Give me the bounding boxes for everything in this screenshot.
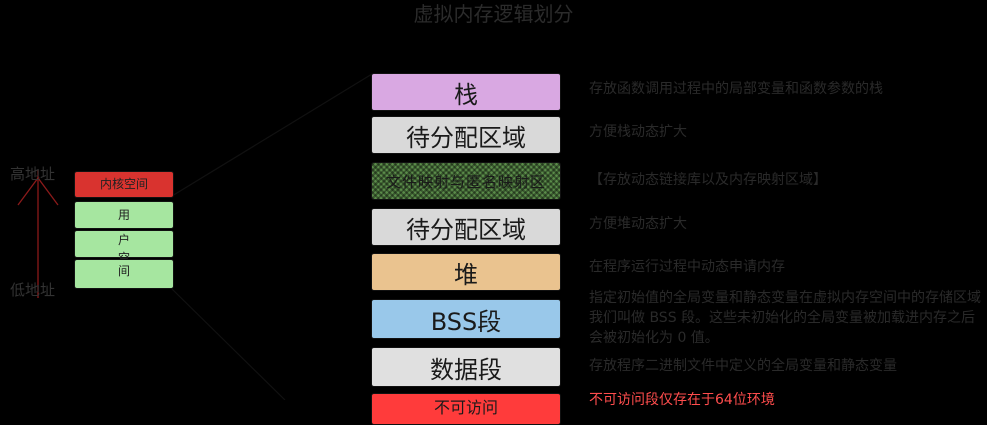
heap-description: 在程序运行过程中动态申请内存 (589, 259, 785, 275)
address-axis-arrowhead (17, 176, 59, 206)
lower-connector-line (171, 288, 286, 400)
data-segment: 数据段 (371, 347, 561, 387)
mmap-segment: 文件映射与匿名映射区 (371, 162, 561, 200)
heap-segment: 堆 (371, 253, 561, 291)
unallocated-lower-description: 方便堆动态扩大 (589, 216, 687, 232)
data-description: 存放程序二进制文件中定义的全局变量和静态变量 (589, 358, 897, 374)
upper-connector-line (171, 73, 373, 197)
user-space-box-1: 用 (74, 201, 174, 229)
user-space-char-2: 户 (117, 233, 130, 247)
low-address-label: 低地址 (10, 281, 56, 299)
mmap-description: 【存放动态链接库以及内存映射区域】 (589, 172, 827, 188)
connector-lines (17, 73, 373, 400)
high-address-label: 高地址 (10, 165, 56, 183)
stack-segment: 栈 (371, 73, 561, 111)
user-space-box-3: 间 (74, 259, 174, 289)
unallocated-area-upper: 待分配区域 (371, 116, 561, 154)
unallocated-area-lower: 待分配区域 (371, 208, 561, 246)
diagram-title: 虚拟内存逻辑划分 (413, 2, 574, 26)
unallocated-upper-description: 方便栈动态扩大 (589, 124, 687, 140)
user-space-box-2: 户 空 (74, 230, 174, 265)
kernel-space-box: 内核空间 (74, 171, 174, 198)
inaccessible-description: 不可访问段仅存在于64位环境 (589, 392, 775, 408)
bss-description: 指定初始值的全局变量和静态变量在虚拟内存空间中的存储区域我们叫做 BSS 段。这… (589, 290, 981, 346)
mmap-segment-label: 文件映射与匿名映射区 (385, 172, 546, 191)
bss-segment: BSS段 (371, 299, 561, 339)
stack-description: 存放函数调用过程中的局部变量和函数参数的栈 (589, 81, 883, 97)
inaccessible-segment: 不可访问 (371, 393, 561, 425)
